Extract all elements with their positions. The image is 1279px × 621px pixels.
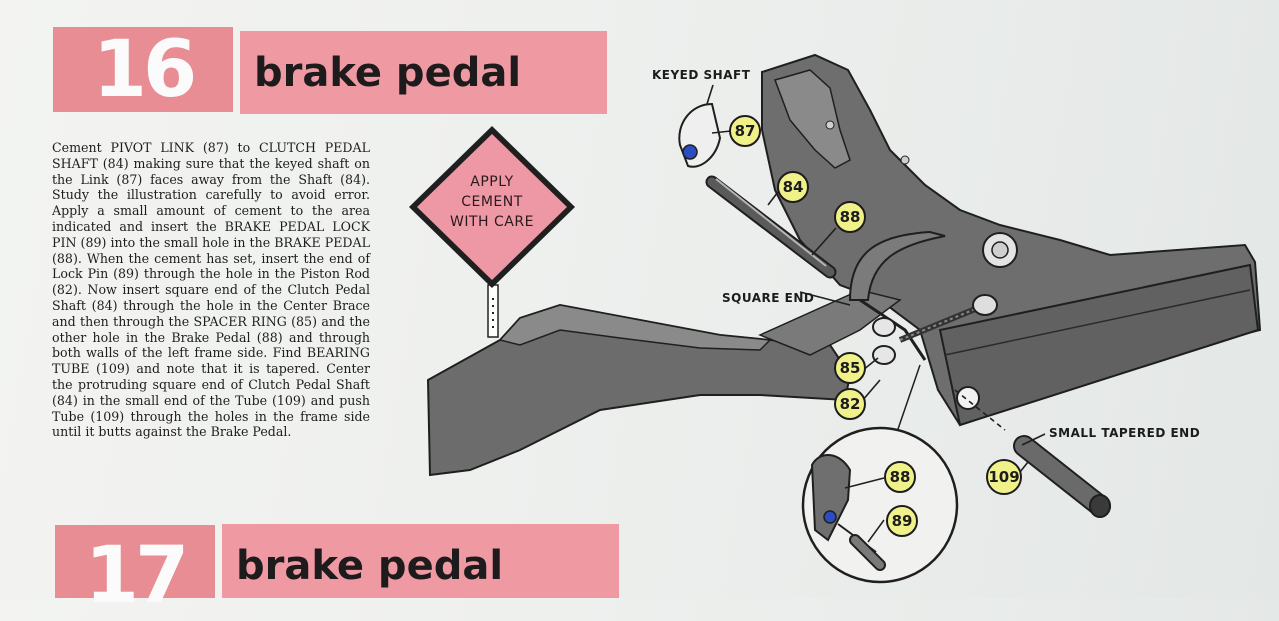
callout-82: 82 (834, 388, 866, 420)
svg-text:85: 85 (840, 359, 861, 377)
callout-88: 88 (834, 201, 866, 233)
callout-89: 89 (886, 505, 918, 537)
callout-88-detail: 88 (884, 461, 916, 493)
sign-line-1: APPLY (470, 174, 513, 190)
step-17-title: brake pedal (222, 524, 619, 598)
callout-84: 84 (777, 171, 809, 203)
assembly-illustration: APPLY CEMENT WITH CARE (409, 53, 1262, 584)
detail-inset (801, 364, 959, 584)
pivot-link-part (678, 102, 722, 168)
step-16-instructions: Cement PIVOT LINK (87) to CLUTCH PEDAL S… (52, 140, 370, 440)
svg-text:88: 88 (840, 208, 861, 226)
spacer-ring-and-piston-rod (872, 294, 998, 365)
clutch-pedal-shaft-part (705, 175, 837, 279)
keyed-shaft-label: KEYED SHAFT (652, 68, 751, 82)
svg-text:84: 84 (783, 178, 804, 196)
callout-85: 85 (834, 352, 866, 384)
bearing-tube-part (1013, 435, 1111, 518)
svg-text:89: 89 (892, 512, 913, 530)
step-16-title: brake pedal (240, 31, 607, 114)
step-16-number: 16 (53, 25, 233, 115)
small-tapered-end-label: SMALL TAPERED END (1049, 426, 1200, 440)
sign-line-2: CEMENT (461, 194, 523, 210)
svg-text:82: 82 (840, 395, 861, 413)
apply-cement-sign: APPLY CEMENT WITH CARE (409, 126, 575, 338)
svg-text:88: 88 (890, 468, 911, 486)
svg-text:87: 87 (735, 122, 756, 140)
sign-line-3: WITH CARE (450, 214, 534, 230)
callout-87: 87 (729, 115, 761, 147)
svg-text:109: 109 (988, 468, 1019, 486)
brake-pedal-part (848, 230, 946, 361)
square-end-label: SQUARE END (722, 291, 814, 305)
callout-109: 109 (986, 459, 1022, 495)
